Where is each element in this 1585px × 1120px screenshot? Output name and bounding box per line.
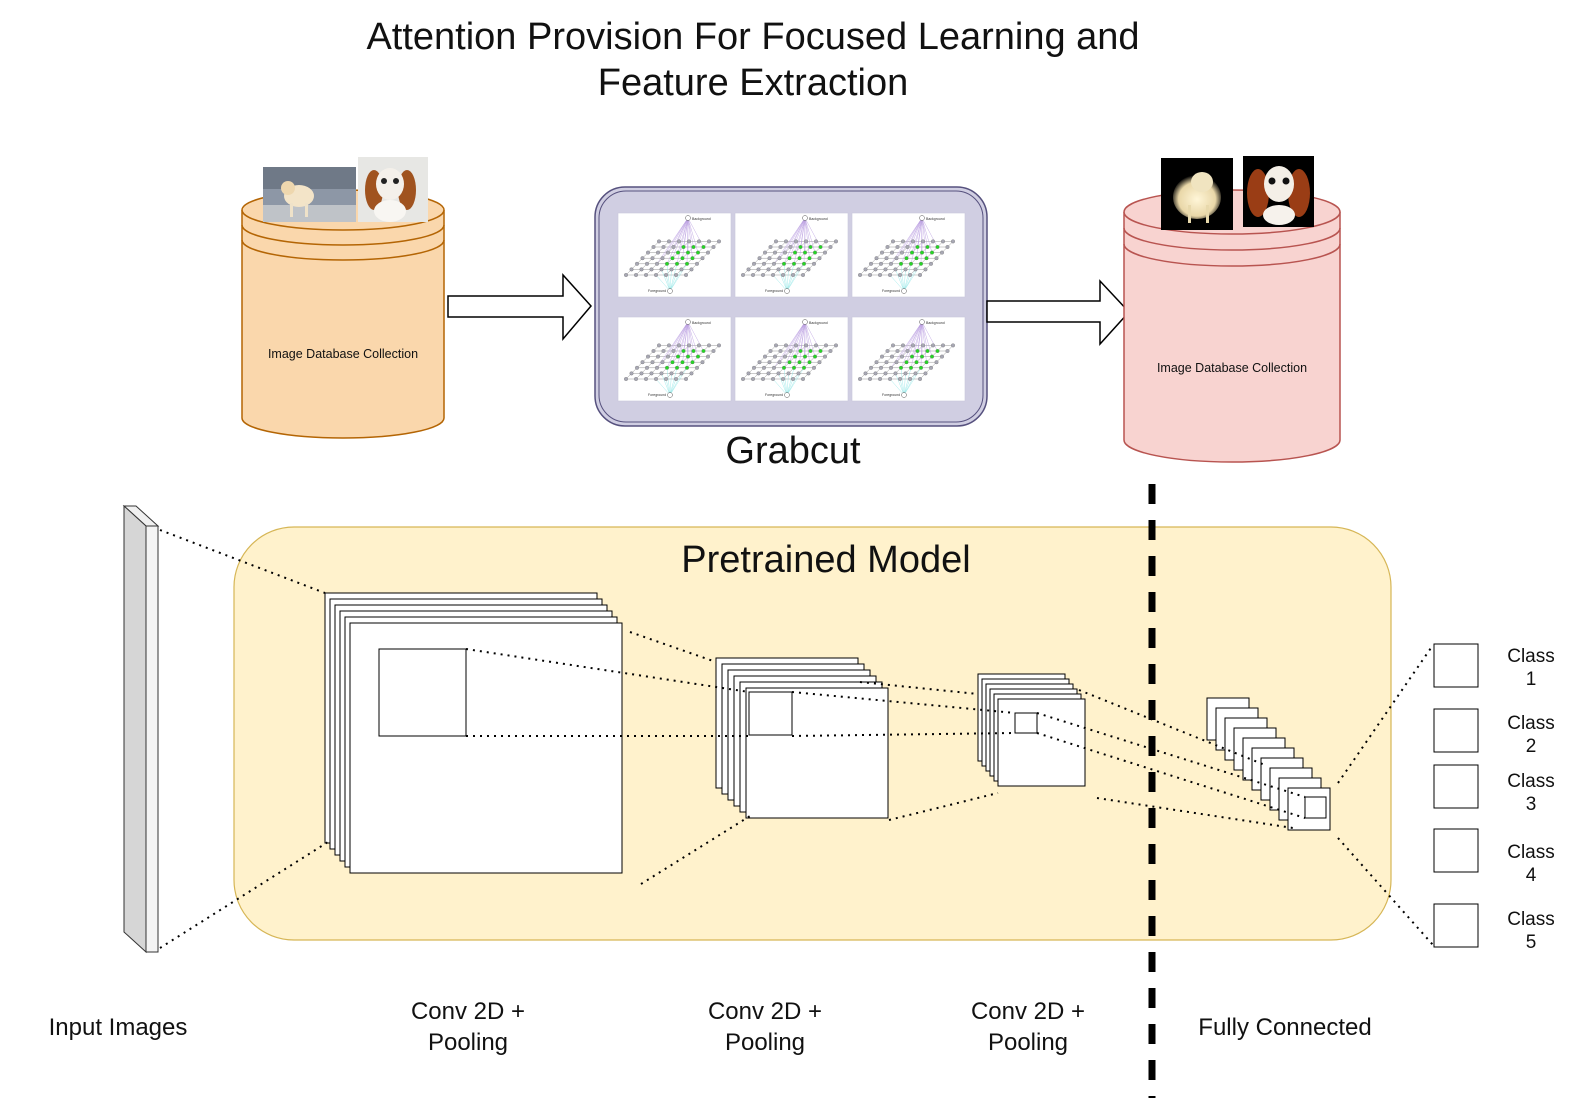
graph-label-background: Background <box>809 321 828 325</box>
title-line-1: Attention Provision For Focused Learning… <box>366 16 1140 58</box>
fc-kernel <box>1304 796 1327 819</box>
conv2-feature-maps <box>715 657 889 819</box>
class-3-number: 3 <box>1525 794 1537 815</box>
stage-label-input: Input Images <box>48 1014 188 1041</box>
graph-label-background: Background <box>692 217 711 221</box>
stage-label-conv2: Conv 2D + Pooling <box>665 996 865 1058</box>
class-1-number: 1 <box>1525 669 1537 690</box>
conv1-kernel <box>378 648 467 737</box>
cavalier-spaniel-photo <box>358 157 428 222</box>
class-4-box <box>1433 828 1479 873</box>
graph-label-background: Background <box>809 217 828 221</box>
conv3-label-line-1: Conv 2D + <box>970 998 1086 1025</box>
class-3-word: Class <box>1507 771 1555 792</box>
conv2-label-line-1: Conv 2D + <box>707 998 823 1025</box>
graph-label-foreground: Foreground <box>765 393 783 397</box>
diagram-title: Attention Provision For Focused Learning… <box>303 14 1203 106</box>
class-output-boxes <box>1433 643 1479 948</box>
conv1-label-line-1: Conv 2D + <box>410 998 526 1025</box>
title-line-2: Feature Extraction <box>597 62 909 104</box>
pomeranian-photo <box>263 167 356 222</box>
class-label-3: Class 3 <box>1495 770 1567 816</box>
pretrained-model-label: Pretrained Model <box>681 539 971 581</box>
graph-label-foreground: Foreground <box>882 393 900 397</box>
input-image-slab <box>122 504 160 954</box>
conv3-feature-maps <box>977 673 1086 787</box>
class-3-box <box>1433 764 1479 809</box>
conv2-kernel <box>748 691 793 736</box>
grabcut-label: Grabcut <box>725 430 861 472</box>
conv3-map-6 <box>997 698 1086 787</box>
output-db-body <box>1123 212 1341 463</box>
class-2-word: Class <box>1507 713 1555 734</box>
class-4-word: Class <box>1507 842 1555 863</box>
conv2-label-line-2: Pooling <box>724 1029 806 1056</box>
arrow-to-output-db <box>986 279 1131 346</box>
graph-label-background: Background <box>692 321 711 325</box>
grabcut-panel: BackgroundForegroundBackgroundForeground… <box>594 186 988 427</box>
source-db-body <box>241 210 445 439</box>
class-2-number: 2 <box>1525 736 1537 757</box>
conv1-feature-maps <box>324 592 623 874</box>
output-database <box>1123 156 1341 463</box>
graph-label-foreground: Foreground <box>648 393 666 397</box>
fully-connected-maps <box>1206 697 1331 831</box>
class-label-5: Class 5 <box>1495 908 1567 954</box>
class-label-4: Class 4 <box>1495 841 1567 887</box>
graph-label-foreground: Foreground <box>648 289 666 293</box>
class-5-number: 5 <box>1525 932 1537 953</box>
output-db-label: Image Database Collection <box>1157 361 1307 375</box>
conv3-label-line-2: Pooling <box>987 1029 1069 1056</box>
stage-label-conv1: Conv 2D + Pooling <box>368 996 568 1058</box>
projection-lines <box>159 529 1434 949</box>
graph-label-background: Background <box>926 217 945 221</box>
class-1-word: Class <box>1507 646 1555 667</box>
class-label-1: Class 1 <box>1495 645 1567 691</box>
arrow-to-grabcut <box>447 273 592 342</box>
class-1-box <box>1433 643 1479 688</box>
graph-label-foreground: Foreground <box>882 289 900 293</box>
class-5-word: Class <box>1507 909 1555 930</box>
conv1-label-line-2: Pooling <box>427 1029 509 1056</box>
stage-label-conv3: Conv 2D + Pooling <box>928 996 1128 1058</box>
grabcut-graph-grid: BackgroundForegroundBackgroundForeground… <box>617 212 966 402</box>
source-db-label: Image Database Collection <box>268 347 418 361</box>
source-database <box>241 157 445 439</box>
graph-label-foreground: Foreground <box>765 289 783 293</box>
segmented-spaniel <box>1243 156 1314 227</box>
class-5-box <box>1433 903 1479 948</box>
graph-label-background: Background <box>926 321 945 325</box>
class-2-box <box>1433 708 1479 753</box>
segmented-pomeranian <box>1161 158 1233 230</box>
conv3-kernel <box>1014 712 1038 734</box>
stage-label-fully-connected: Fully Connected <box>1198 1014 1372 1041</box>
class-4-number: 4 <box>1525 865 1537 886</box>
class-label-2: Class 2 <box>1495 712 1567 758</box>
